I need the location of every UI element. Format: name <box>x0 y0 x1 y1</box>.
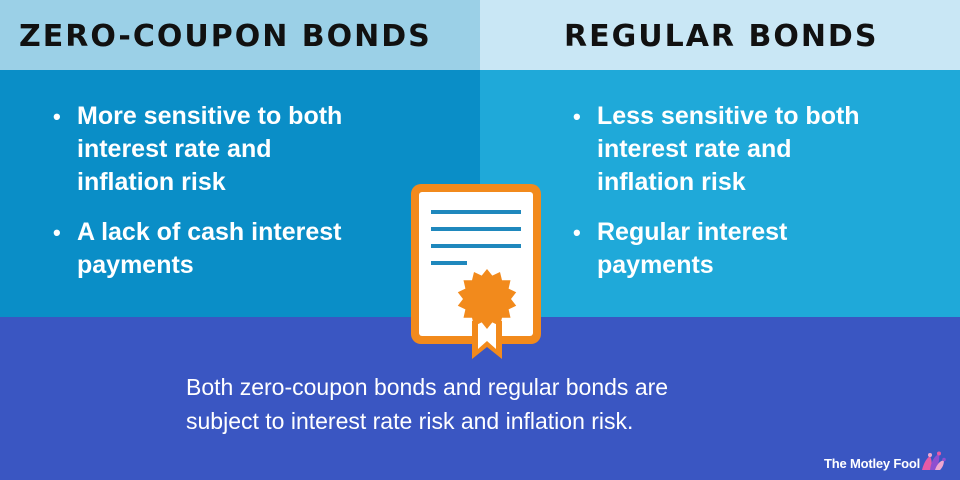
bullet-dot: • <box>53 104 61 129</box>
award-ribbon-icon <box>457 269 517 359</box>
left-bullet-text: More sensitive to both interest rate and… <box>77 102 343 196</box>
certificate-text-line <box>431 244 521 248</box>
summary-text: Both zero-coupon bonds and regular bonds… <box>186 374 669 434</box>
right-bullet-item: • Less sensitive to both interest rate a… <box>573 100 927 199</box>
left-bullet-text: A lack of cash interest payments <box>77 218 342 279</box>
jester-hat-icon <box>922 451 946 470</box>
certificate-text-line <box>431 210 521 214</box>
bullet-dot: • <box>573 104 581 129</box>
right-bullet-text: Less sensitive to both interest rate and… <box>597 102 860 196</box>
right-bullet-item: • Regular interest payments <box>573 216 927 282</box>
motley-fool-logo: The Motley Fool <box>824 450 946 472</box>
bullet-dot: • <box>573 220 581 245</box>
left-bullet-item: • A lack of cash interest payments <box>53 216 407 282</box>
zero-coupon-title: ZERO-COUPON BONDS <box>19 19 432 54</box>
bullet-dot: • <box>53 220 61 245</box>
certificate-text-line <box>431 227 521 231</box>
certificate-text-line <box>431 261 467 265</box>
brand-name: The Motley Fool <box>824 456 920 471</box>
right-body-panel <box>480 70 960 317</box>
certificate-icon <box>411 184 541 359</box>
right-bullet-text: Regular interest payments <box>597 218 788 279</box>
left-header-panel <box>0 0 480 70</box>
left-body-panel <box>0 70 480 317</box>
regular-bonds-title: REGULAR BONDS <box>564 19 879 54</box>
right-header-panel <box>480 0 960 70</box>
left-bullet-item: • More sensitive to both interest rate a… <box>53 100 407 199</box>
